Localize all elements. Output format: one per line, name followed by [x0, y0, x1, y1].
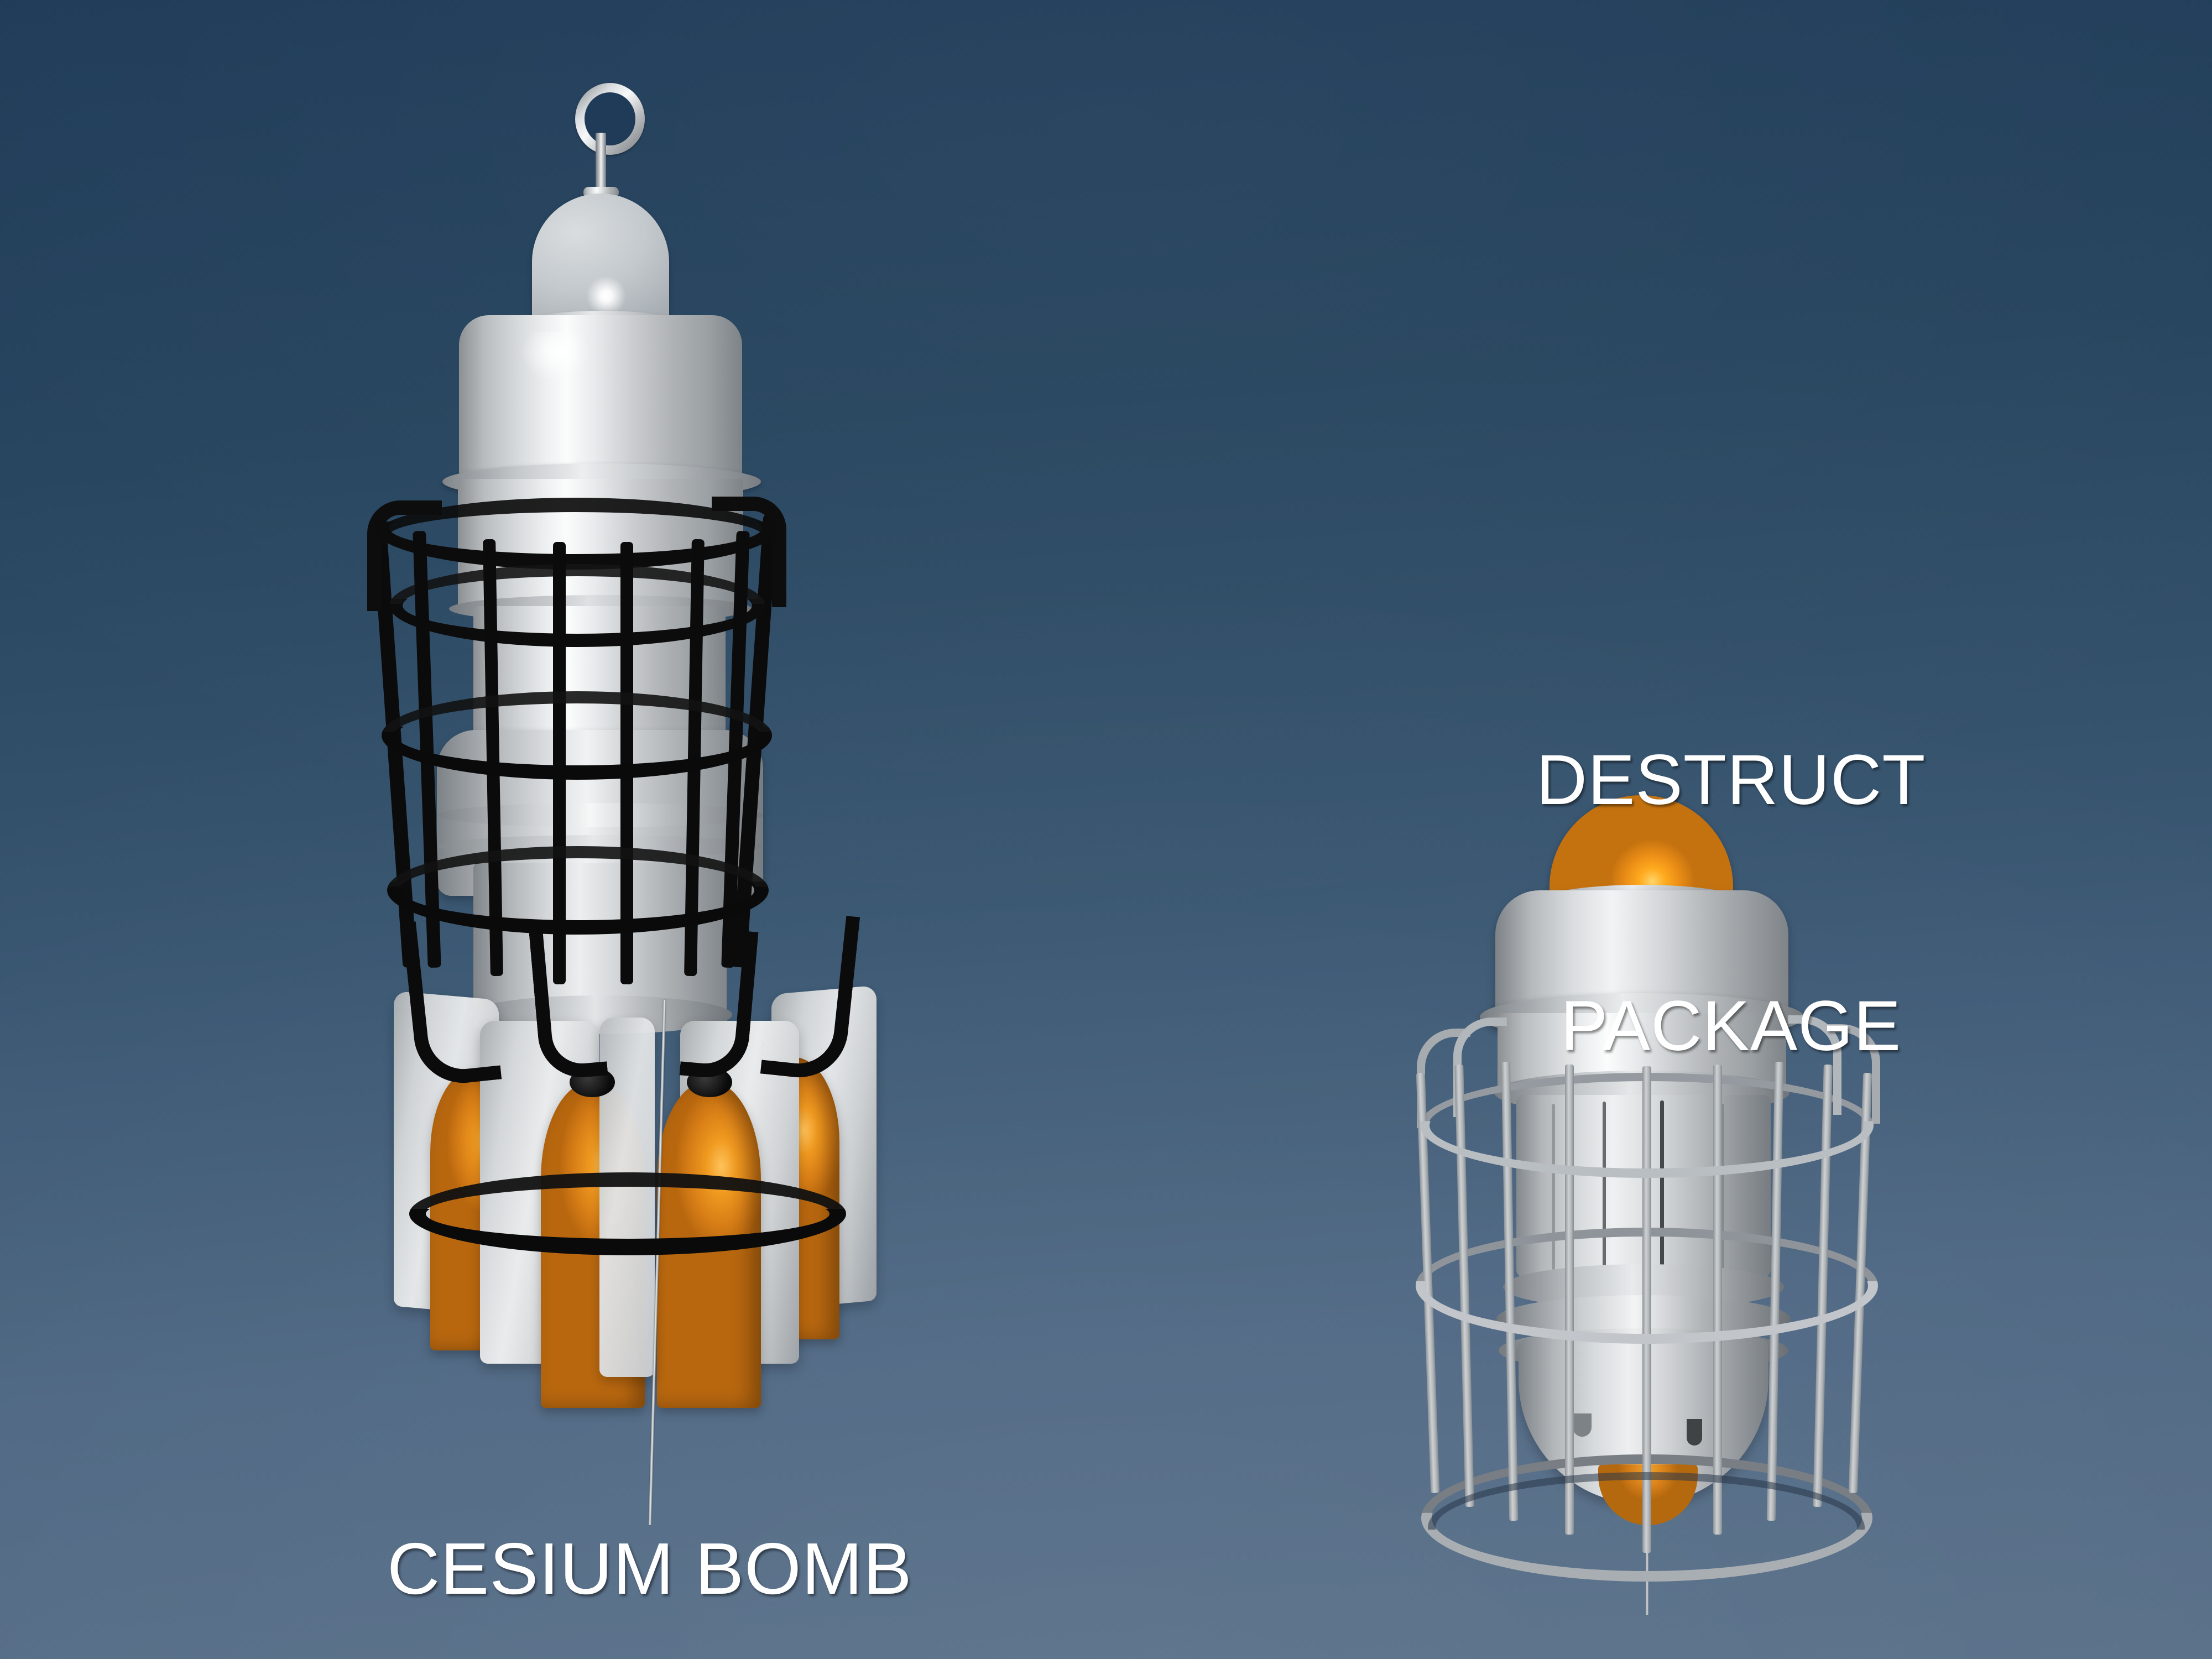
upper-canister-highlight [514, 332, 597, 442]
barrel-flute-2 [1603, 1102, 1606, 1276]
cesium-bomb-label: CESIUM BOMB [387, 1528, 912, 1609]
cylinder-cap-front-left [570, 1067, 615, 1097]
upper-canister [459, 315, 742, 476]
barrel-flute-4 [1721, 1104, 1724, 1270]
destruct-package-label: DESTRUCT PACKAGE [1515, 575, 1947, 1232]
lift-ring-icon [575, 83, 645, 155]
cesium-bomb-model: CESIUM BOMB [0, 0, 995, 1609]
destruct-label-line1: DESTRUCT [1536, 740, 1926, 820]
cylinder-cap-front-right [687, 1067, 732, 1097]
top-dome-cap [532, 194, 669, 332]
barrel-flute-1 [1552, 1104, 1555, 1270]
plinth-groove-1 [437, 803, 763, 827]
destruct-label-line2: PACKAGE [1560, 987, 1902, 1066]
bottom-dome-notch-right [1687, 1419, 1702, 1446]
bottom-dome-notch-left [1573, 1413, 1592, 1437]
barrel-flute-3 [1660, 1100, 1664, 1277]
ring-stem [596, 133, 606, 195]
destruct-package-model: DESTRUCT PACKAGE [1355, 740, 2046, 1626]
